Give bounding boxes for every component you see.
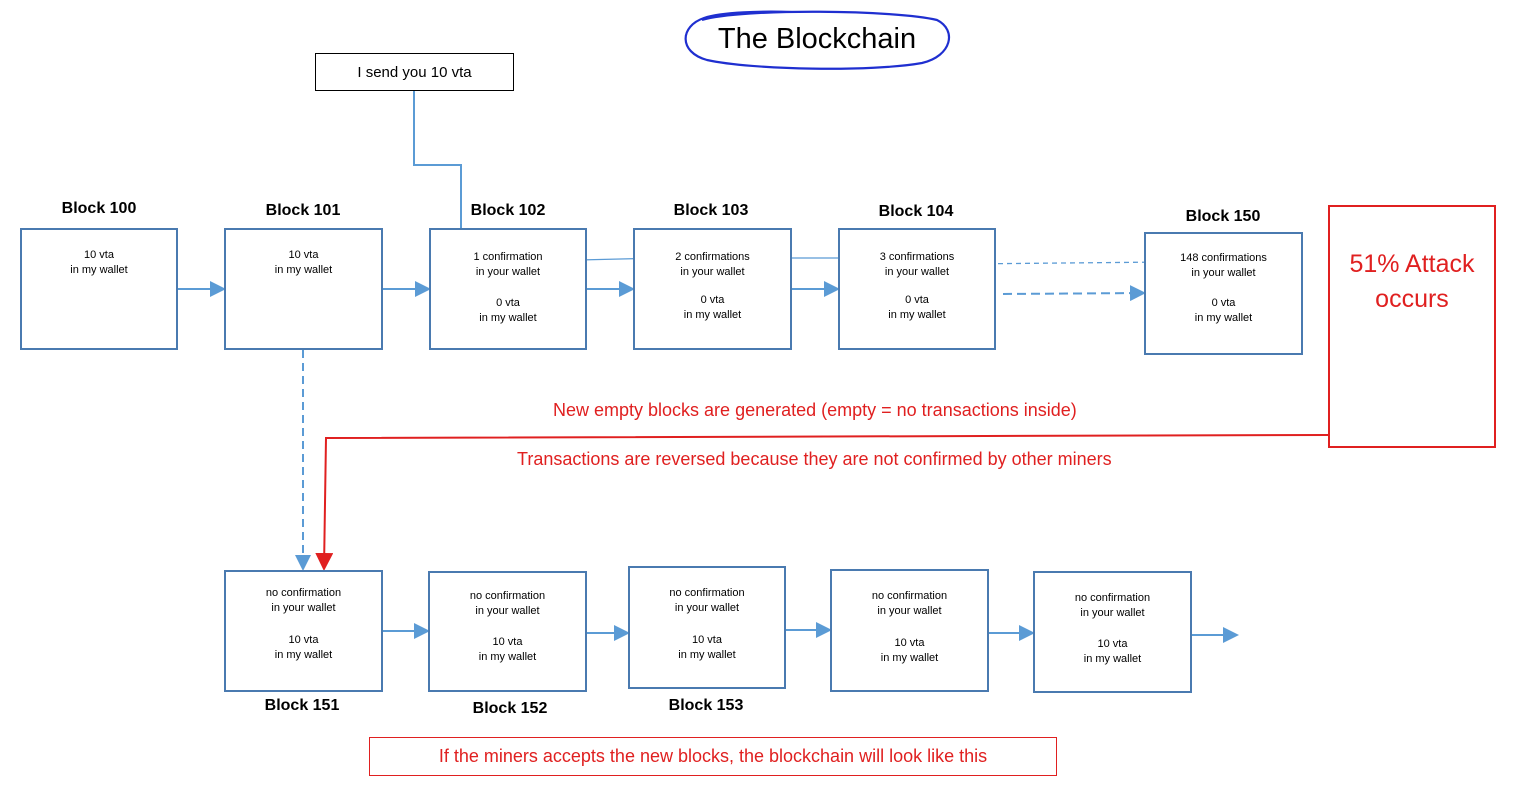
block-line: in my wallet bbox=[479, 312, 537, 324]
block-line: in your wallet bbox=[271, 602, 336, 614]
confirm-arrow-3 bbox=[961, 256, 1169, 268]
block-line: 148 confirmations bbox=[1180, 252, 1267, 264]
block-155: no confirmation in your wallet 10 vta in m… bbox=[1033, 571, 1192, 693]
block-line: in your wallet bbox=[680, 266, 745, 278]
block-line: in your wallet bbox=[475, 266, 541, 278]
block-line: no confirmation bbox=[871, 590, 948, 602]
block-line: 10 vta bbox=[288, 249, 319, 261]
block-line: 0 vta bbox=[496, 297, 520, 309]
block-151: no confirmation in your wallet 10 vta in m… bbox=[224, 570, 383, 692]
block-line: in my wallet bbox=[274, 649, 333, 661]
block-line: 0 vta bbox=[905, 294, 929, 306]
block-104: 3 confirmations in your wallet 0 vta in my… bbox=[838, 228, 996, 350]
block-100: 10 vta in my wallet bbox=[20, 228, 178, 350]
block-102: 1 confirmation in your wallet 0 vta in my … bbox=[429, 228, 587, 350]
block-line: in your wallet bbox=[674, 602, 740, 614]
title-ellipse bbox=[684, 10, 950, 70]
empty-blocks-note: New empty blocks are generated (empty = … bbox=[553, 400, 1077, 420]
reversed-note: Transactions are reversed because they a… bbox=[517, 449, 1112, 469]
block-label: Block 153 bbox=[668, 697, 744, 714]
block-line: 0 vta bbox=[1211, 297, 1236, 309]
block-line: no confirmation bbox=[469, 590, 546, 602]
send-note-box: I send you 10 vta bbox=[315, 53, 514, 91]
block-line: no confirmation bbox=[1074, 592, 1151, 604]
block-line: 1 confirmation bbox=[473, 251, 543, 263]
arrow-104-150 bbox=[1002, 285, 1146, 302]
attack-box: 51% Attack occurs bbox=[1328, 205, 1496, 448]
block-line: 10 vta bbox=[1097, 638, 1128, 650]
block-line: 2 confirmations bbox=[675, 251, 750, 263]
block-label: Block 102 bbox=[470, 202, 546, 219]
block-line: in your wallet bbox=[1080, 607, 1145, 619]
block-line: in your wallet bbox=[1191, 267, 1256, 279]
block-line: 10 vta bbox=[288, 634, 319, 646]
block-line: 0 vta bbox=[700, 294, 725, 306]
page-title: The Blockchain bbox=[717, 22, 917, 55]
bottom-note-box: If the miners accepts the new blocks, th… bbox=[369, 737, 1057, 776]
block-153: no confirmation in your wallet 10 vta in m… bbox=[628, 566, 786, 689]
block-line: 3 confirmations bbox=[879, 251, 955, 263]
block-line: in my wallet bbox=[70, 264, 128, 276]
block-line: in your wallet bbox=[877, 605, 942, 617]
block-line: in my wallet bbox=[478, 651, 537, 663]
block-line: 10 vta bbox=[692, 634, 722, 646]
block-line: in my wallet bbox=[683, 309, 742, 321]
block-line: in my wallet bbox=[678, 649, 736, 661]
block-line: no confirmation bbox=[669, 587, 745, 599]
block-line: in my wallet bbox=[274, 264, 333, 276]
block-line: in your wallet bbox=[884, 266, 950, 278]
block-154: no confirmation in your wallet 10 vta in m… bbox=[830, 569, 989, 692]
block-label: Block 104 bbox=[878, 203, 954, 220]
block-label: Block 100 bbox=[61, 200, 137, 217]
send-connector bbox=[413, 90, 469, 244]
attack-line: occurs bbox=[1375, 285, 1449, 313]
block-line: in my wallet bbox=[880, 652, 939, 664]
block-label: Block 103 bbox=[673, 202, 749, 219]
block-line: in my wallet bbox=[1194, 312, 1253, 324]
block-label: Block 151 bbox=[264, 697, 340, 714]
block-line: 10 vta bbox=[84, 249, 114, 261]
title-group: The Blockchain bbox=[682, 8, 952, 70]
block-line: in my wallet bbox=[888, 309, 946, 321]
block-label: Block 150 bbox=[1185, 208, 1261, 225]
block-line: in my wallet bbox=[1083, 653, 1142, 665]
attack-line: 51% Attack bbox=[1349, 250, 1475, 278]
block-101: 10 vta in my wallet bbox=[224, 228, 383, 350]
block-line: no confirmation bbox=[265, 587, 342, 599]
block-label: Block 152 bbox=[472, 700, 548, 717]
block-103: 2 confirmations in your wallet 0 vta in my… bbox=[633, 228, 792, 350]
block-label: Block 101 bbox=[265, 202, 341, 219]
attack-arrow bbox=[315, 434, 1329, 571]
block-line: 10 vta bbox=[492, 636, 523, 648]
block-150: 148 confirmations in your wallet 0 vta in … bbox=[1144, 232, 1303, 355]
block-line: 10 vta bbox=[894, 637, 925, 649]
block-line: in your wallet bbox=[475, 605, 540, 617]
block-152: no confirmation in your wallet 10 vta in m… bbox=[428, 571, 587, 692]
